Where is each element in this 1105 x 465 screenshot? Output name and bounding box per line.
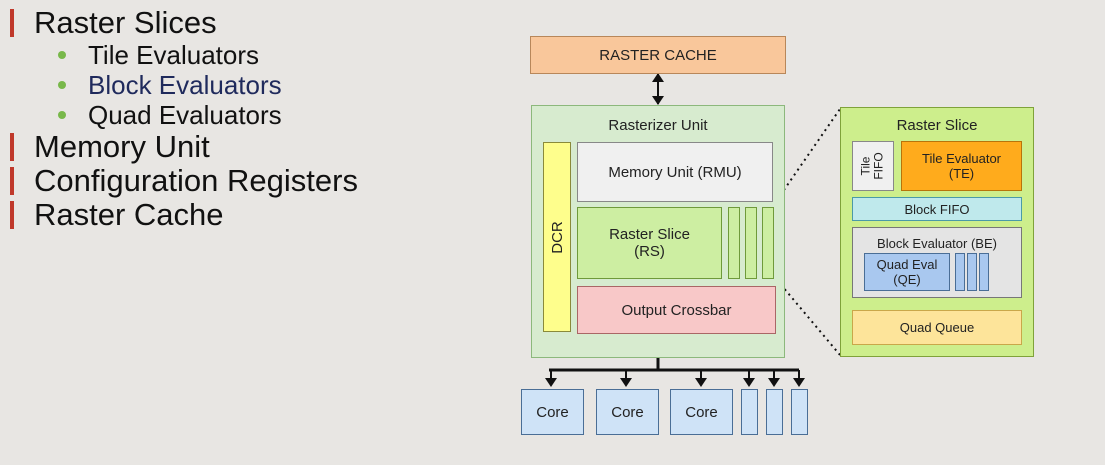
quad-eval-stack-1: [955, 253, 965, 291]
dcr-block: DCR: [543, 142, 571, 332]
zoom-line-bottom: [776, 279, 841, 356]
raster-slice-detail-title: Raster Slice: [896, 117, 978, 134]
tile-fifo-label: Tile FIFO: [858, 152, 886, 180]
raster-slice-stack-3: [762, 207, 774, 279]
core-block: Core: [521, 389, 584, 435]
rasterizer-unit-label: Rasterizer Unit: [608, 117, 708, 134]
arrow-up-icon: [652, 73, 664, 82]
core-block: Core: [596, 389, 659, 435]
bullet-dot-icon: [58, 51, 66, 59]
sub-bullet-block-evaluators: Block Evaluators: [10, 70, 358, 100]
output-crossbar-block: Output Crossbar: [577, 286, 776, 334]
raster-cache-block: RASTER CACHE: [530, 36, 786, 74]
core-block: Core: [670, 389, 733, 435]
zoom-line-top: [776, 108, 841, 201]
quad-eval-stack-3: [979, 253, 989, 291]
core-stack-2: [766, 389, 783, 435]
bullet-bar-icon: [10, 9, 14, 37]
bullet-raster-slices: Raster Slices: [10, 6, 358, 40]
tile-fifo-block: Tile FIFO: [852, 141, 894, 191]
memory-unit-block: Memory Unit (RMU): [577, 142, 773, 202]
bullet-dot-icon: [58, 111, 66, 119]
raster-slice-stack-2: [745, 207, 757, 279]
tile-evaluator-block: Tile Evaluator (TE): [901, 141, 1022, 191]
block-fifo-block: Block FIFO: [852, 197, 1022, 221]
quad-eval-stack-2: [967, 253, 977, 291]
sub-bullet-quad-evaluators: Quad Evaluators: [10, 100, 358, 130]
bullet-list: Raster Slices Tile Evaluators Block Eval…: [10, 6, 358, 232]
bullet-dot-icon: [58, 81, 66, 89]
quad-eval-block: Quad Eval (QE): [864, 253, 950, 291]
bullet-bar-icon: [10, 133, 14, 161]
core-arrows: [545, 370, 805, 387]
core-stack-1: [741, 389, 758, 435]
core-stack-3: [791, 389, 808, 435]
bullet-memory-unit: Memory Unit: [10, 130, 358, 164]
block-evaluator-label: Block Evaluator (BE): [877, 236, 997, 251]
raster-slice-block: Raster Slice (RS): [577, 207, 722, 279]
bullet-bar-icon: [10, 167, 14, 195]
arrow-down-icon: [652, 96, 664, 105]
quad-queue-block: Quad Queue: [852, 310, 1022, 345]
bullet-configuration-registers: Configuration Registers: [10, 164, 358, 198]
raster-slice-stack-1: [728, 207, 740, 279]
bullet-raster-cache: Raster Cache: [10, 198, 358, 232]
sub-bullet-tile-evaluators: Tile Evaluators: [10, 40, 358, 70]
bullet-bar-icon: [10, 201, 14, 229]
